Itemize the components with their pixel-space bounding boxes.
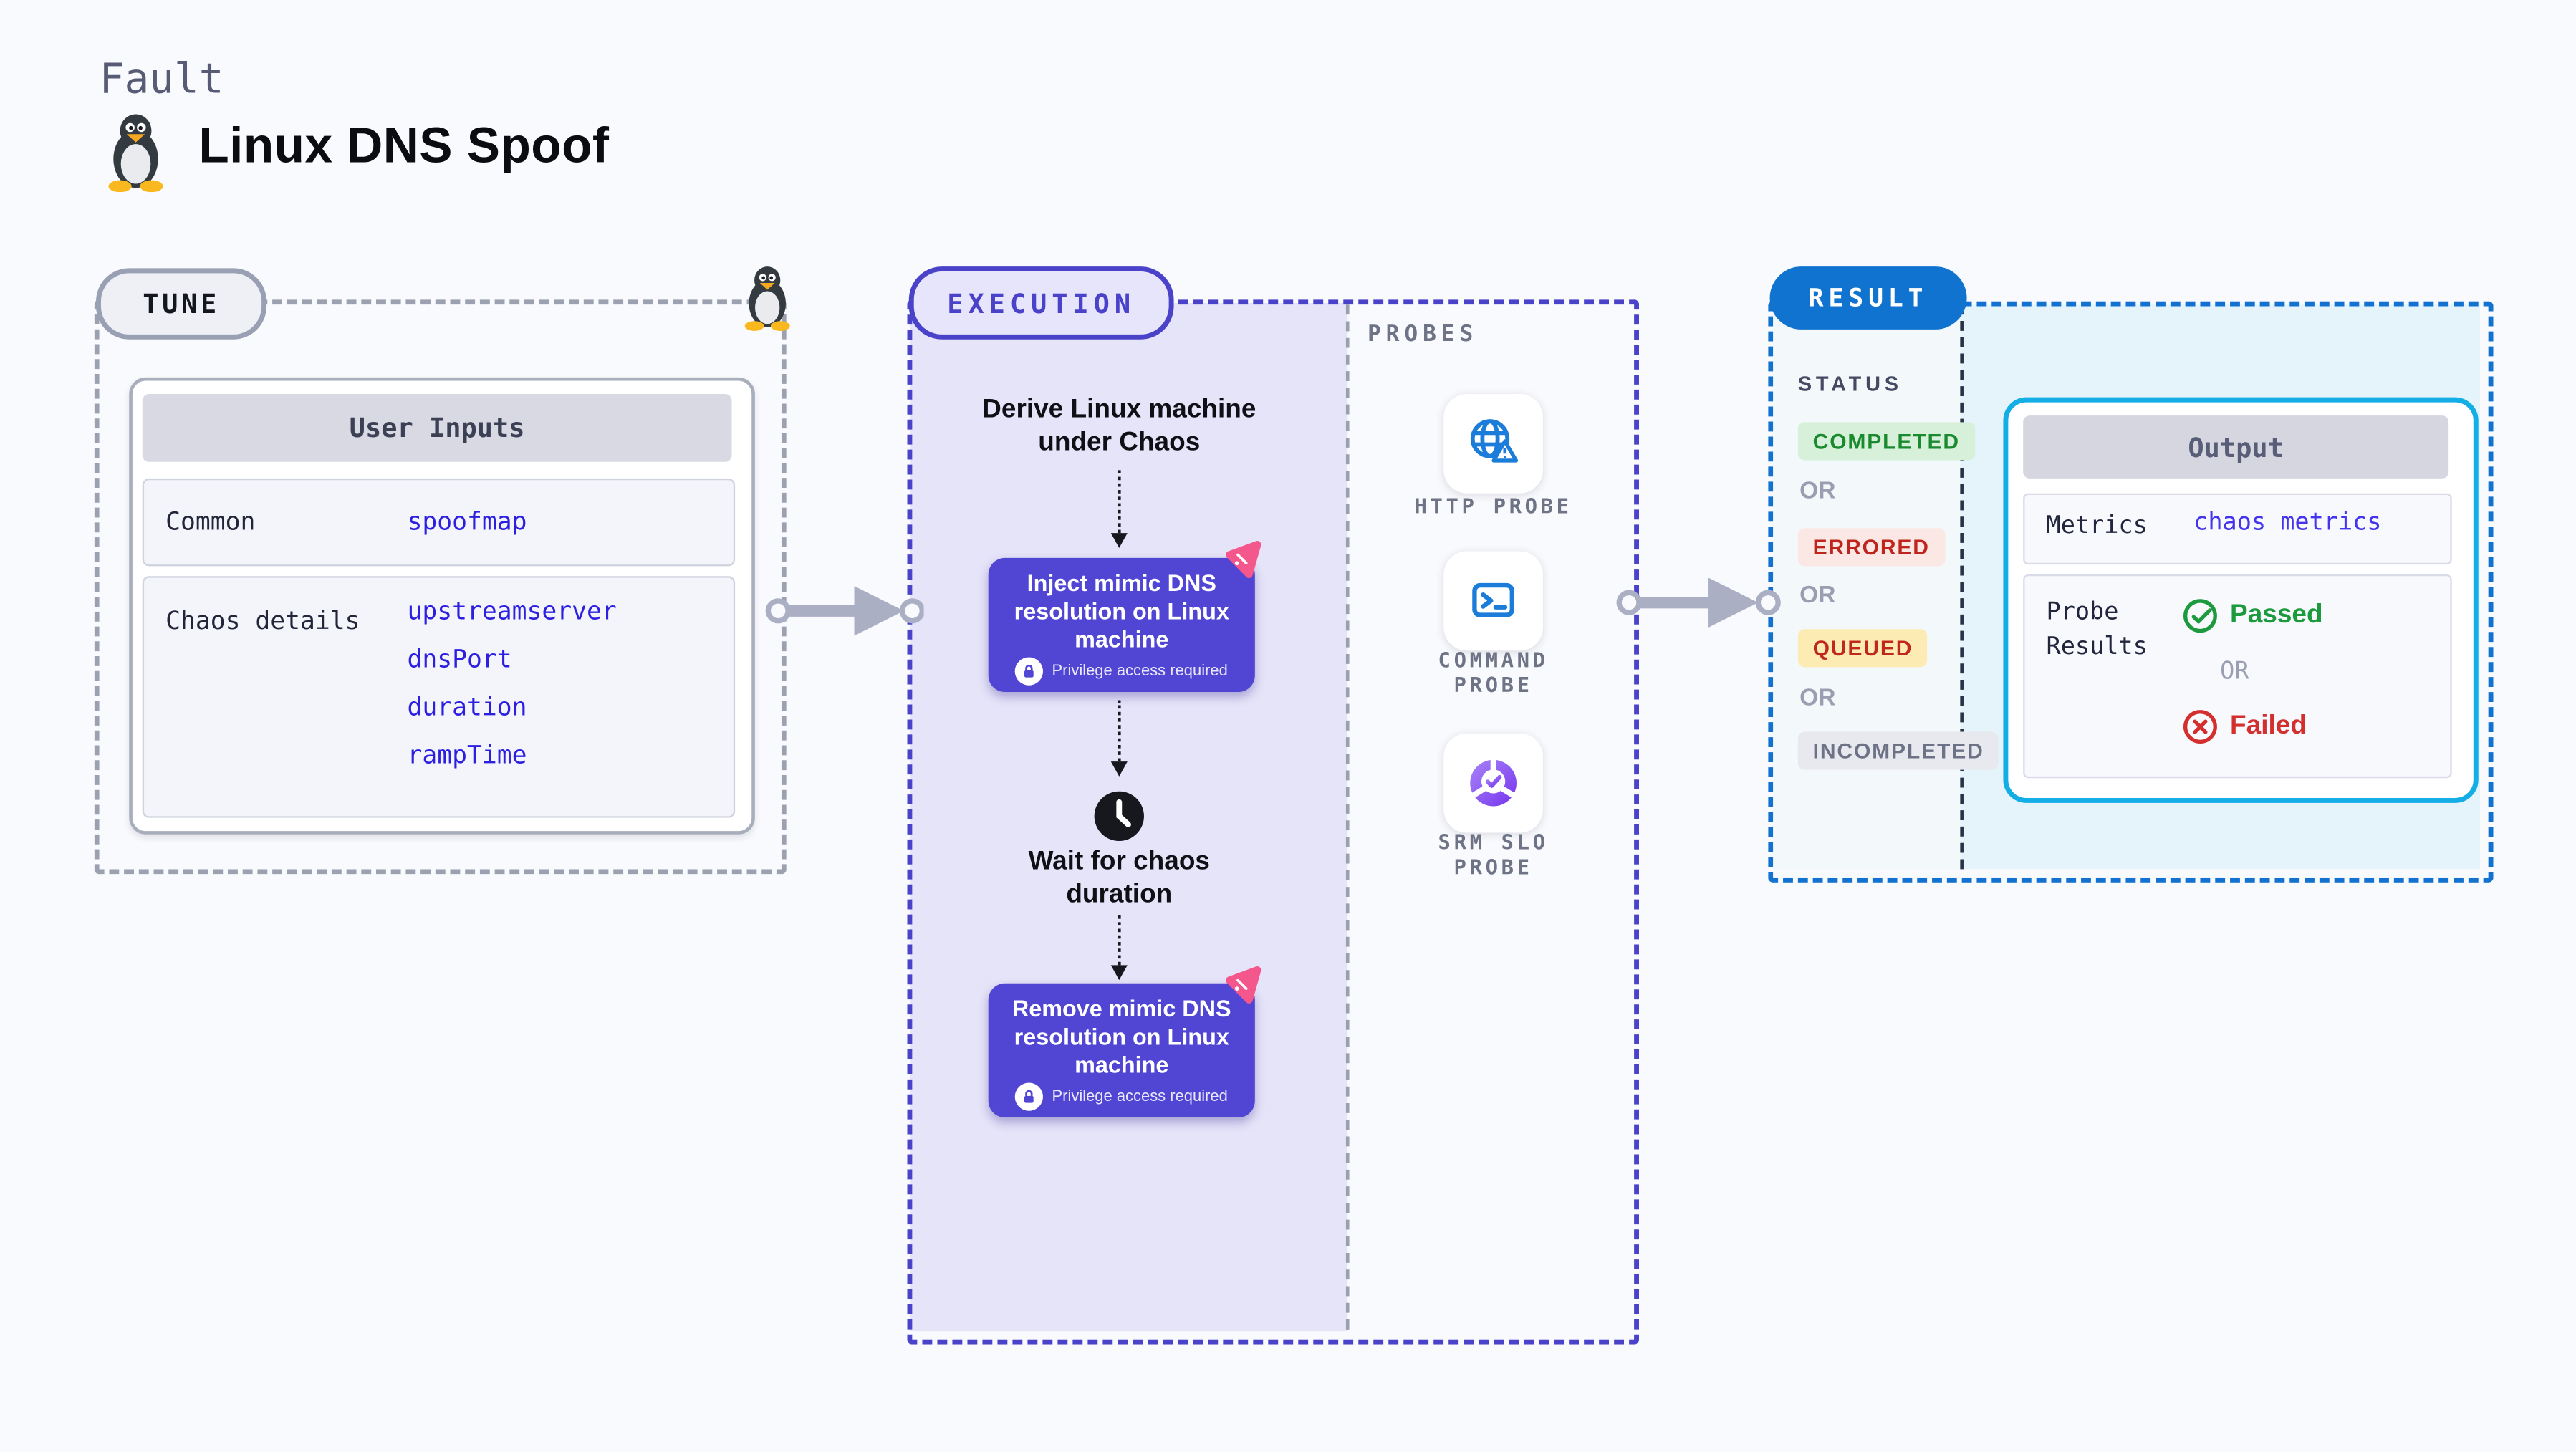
tune-badge: TUNE xyxy=(96,268,267,340)
http-probe-label: HTTP PROBE xyxy=(1414,493,1572,519)
srm-slo-probe-label: SRM SLO PROBE xyxy=(1438,829,1549,879)
flow-arrowhead xyxy=(1110,533,1128,548)
or-separator: OR xyxy=(1799,582,1836,610)
or-separator: OR xyxy=(1799,478,1836,505)
flow-arrow xyxy=(1117,470,1121,534)
remove-chaos-node: Remove mimic DNS resolution on Linux mac… xyxy=(988,983,1255,1117)
status-title: STATUS xyxy=(1797,372,1903,396)
probes-divider xyxy=(1345,304,1350,1330)
fault-kicker: Fault xyxy=(99,54,224,103)
lock-icon xyxy=(1015,1082,1044,1111)
lock-icon xyxy=(1015,657,1044,686)
srm-slo-probe-card xyxy=(1443,733,1543,833)
derive-step-text: Derive Linux machine under Chaos xyxy=(982,395,1256,456)
metrics-row xyxy=(2023,493,2452,565)
or-separator: OR xyxy=(1799,685,1836,712)
page-title: Linux DNS Spoof xyxy=(198,119,610,174)
command-probe-label: COMMAND PROBE xyxy=(1438,647,1549,696)
table-row-common xyxy=(142,478,736,567)
output-header: Output xyxy=(2023,415,2449,479)
slo-pie-icon xyxy=(1464,754,1523,813)
status-badge-errored: ERRORED xyxy=(1797,528,1945,567)
row-label-common: Common xyxy=(165,506,256,537)
flow-arrowhead xyxy=(1110,965,1128,981)
probes-title: PROBES xyxy=(1367,321,1479,348)
or-separator: OR xyxy=(2220,658,2249,686)
row-value-upstreamserver: upstreamserver xyxy=(407,595,617,626)
litmus-chaos-icon xyxy=(1220,963,1264,1008)
remove-node-title: Remove mimic DNS resolution on Linux mac… xyxy=(1011,994,1231,1078)
status-badge-incompleted: INCOMPLETED xyxy=(1797,731,1999,770)
passed-check-icon xyxy=(2182,597,2219,634)
probe-results-row xyxy=(2023,574,2452,779)
execution-badge: EXECUTION xyxy=(908,266,1174,340)
litmus-chaos-icon xyxy=(1220,538,1264,582)
metrics-value: chaos metrics xyxy=(2193,509,2382,537)
row-value-spoofmap: spoofmap xyxy=(407,506,527,537)
status-badge-completed: COMPLETED xyxy=(1797,422,1975,461)
tux-penguin-icon-small xyxy=(740,265,794,331)
row-value-dnsport: dnsPort xyxy=(407,644,512,674)
row-value-ramptime: rampTime xyxy=(407,740,527,770)
command-probe-card xyxy=(1443,551,1543,651)
privilege-note: Privilege access required xyxy=(1052,662,1228,681)
http-probe-card xyxy=(1443,394,1543,494)
arrow-execution-to-result xyxy=(1616,566,1782,639)
globe-alert-icon xyxy=(1464,414,1523,473)
flow-arrowhead xyxy=(1110,761,1128,777)
privilege-note: Privilege access required xyxy=(1052,1087,1228,1106)
execution-section-box xyxy=(907,299,1639,1345)
result-divider xyxy=(1960,304,1964,870)
flow-arrow xyxy=(1117,700,1121,762)
inject-node-title: Inject mimic DNS resolution on Linux mac… xyxy=(1014,569,1229,653)
tux-penguin-icon xyxy=(102,112,168,193)
wait-step-text: Wait for chaos duration xyxy=(1028,847,1210,908)
status-badge-queued: QUEUED xyxy=(1797,629,1928,668)
arrow-tune-to-execution xyxy=(765,574,924,648)
metrics-label: Metrics xyxy=(2046,513,2148,540)
row-value-duration: duration xyxy=(407,692,527,722)
user-inputs-header: User Inputs xyxy=(142,394,732,462)
terminal-icon xyxy=(1465,573,1522,630)
flow-arrow xyxy=(1117,915,1121,966)
row-label-chaos-details: Chaos details xyxy=(165,605,360,636)
clock-icon xyxy=(1092,789,1145,842)
result-status-zone xyxy=(1771,304,1961,870)
result-badge: RESULT xyxy=(1769,266,1967,330)
probe-results-label: Probe Results xyxy=(2046,599,2148,661)
table-row-chaos-details xyxy=(142,576,736,818)
inject-chaos-node: Inject mimic DNS resolution on Linux mac… xyxy=(988,557,1255,693)
passed-label: Passed xyxy=(2230,600,2323,630)
failed-x-icon xyxy=(2182,708,2219,745)
failed-label: Failed xyxy=(2230,711,2307,741)
tune-section-box xyxy=(94,299,787,875)
